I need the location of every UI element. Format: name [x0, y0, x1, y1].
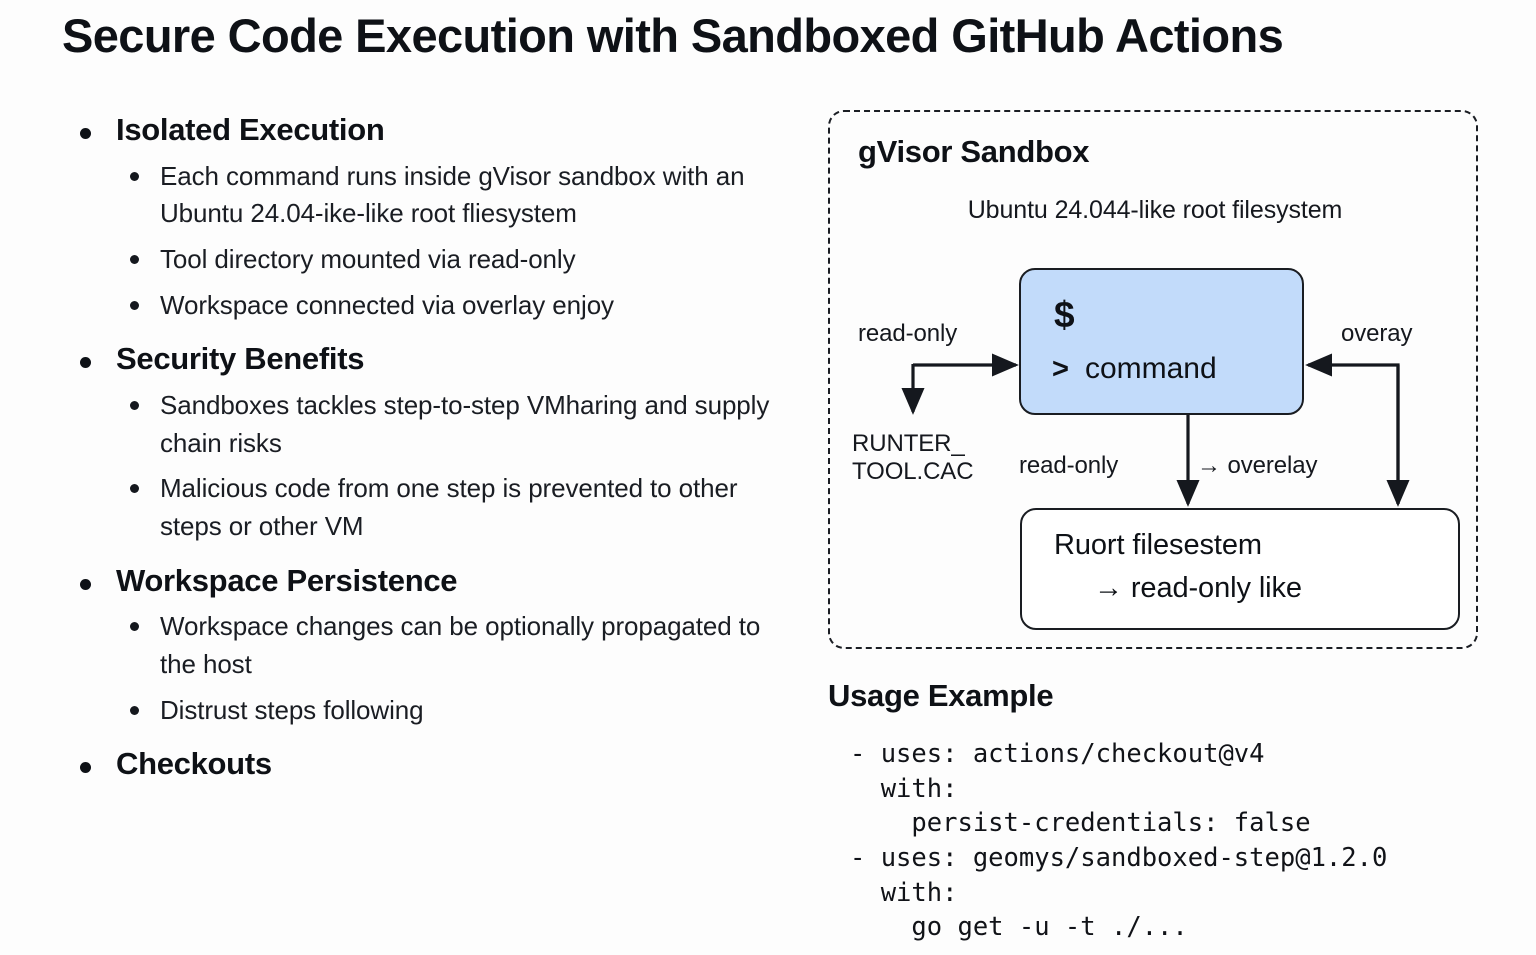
- edge-label-overlay-right: overay: [1341, 320, 1413, 347]
- sub-bullet-dot-icon: [130, 484, 139, 494]
- sandbox-title: gVisor Sandbox: [858, 134, 1090, 169]
- list-item-label: Tool directory mounted via read-only: [160, 243, 576, 274]
- filesystem-label-line2: → read-only like: [1094, 572, 1302, 604]
- page-title: Secure Code Execution with Sandboxed Git…: [62, 9, 1284, 62]
- sub-bullet-dot-icon: [130, 254, 139, 264]
- command-label: command: [1084, 352, 1217, 385]
- list-item-label: Workspace changes can be optionally prop…: [160, 611, 761, 679]
- sub-bullet-dot-icon: [130, 705, 139, 715]
- edge-label-readonly-mid: read-only: [1019, 452, 1119, 479]
- list-item: Tool directory mounted via read-only: [116, 241, 802, 279]
- command-node: $ > command: [1019, 268, 1304, 415]
- section-heading: Workspace Persistence: [116, 562, 458, 598]
- list-item: Malicious code from one step is prevente…: [116, 470, 802, 545]
- command-line: > command: [1052, 354, 1217, 384]
- prompt-dollar-icon: $: [1054, 294, 1075, 335]
- section-heading: Security Benefits: [116, 341, 365, 377]
- section-workspace-persistence: Workspace Persistence Workspace changes …: [62, 563, 802, 730]
- bullet-dot-icon: [80, 578, 91, 590]
- edge-overlay-to-command: [1305, 353, 1400, 504]
- section-heading: Checkouts: [116, 746, 272, 782]
- bullet-dot-icon: [80, 357, 91, 369]
- right-content-column: gVisor Sandbox Ubuntu 24.044-like root f…: [820, 0, 1520, 955]
- list-item-label: Distrust steps following: [160, 694, 424, 725]
- filesystem-node: Ruort filesestem → read-only like: [1020, 508, 1460, 630]
- sub-bullet-dot-icon: [130, 400, 139, 410]
- edge-label-overlay-mid: → overelay: [1197, 452, 1318, 479]
- list-item-label: Each command runs inside gVisor sandbox …: [160, 160, 745, 229]
- sandbox-subtitle: Ubuntu 24.044-like root filesystem: [967, 196, 1343, 224]
- bullet-dot-icon: [80, 762, 91, 774]
- section-heading: Isolated Execution: [116, 112, 385, 147]
- usage-example-code: - uses: actions/checkout@v4 with: persis…: [850, 739, 1388, 943]
- section-security-benefits: Security Benefits Sandboxes tackles step…: [62, 341, 802, 545]
- section-items: Each command runs inside gVisor sandbox …: [116, 158, 802, 325]
- list-item: Sandboxes tackles step-to-step VMharing …: [116, 387, 802, 462]
- left-content-column: Isolated Execution Each command runs ins…: [62, 112, 802, 783]
- gvisor-sandbox-container: gVisor Sandbox Ubuntu 24.044-like root f…: [828, 110, 1478, 649]
- filesystem-label-line1: Ruort filesestem: [1054, 529, 1262, 561]
- usage-example-heading: Usage Example: [828, 678, 1054, 713]
- sub-bullet-dot-icon: [130, 300, 139, 310]
- caret-icon: >: [1052, 353, 1069, 385]
- sub-bullet-dot-icon: [130, 622, 139, 632]
- list-item-label: Sandboxes tackles step-to-step VMharing …: [160, 389, 770, 458]
- section-items: Sandboxes tackles step-to-step VMharing …: [116, 387, 802, 546]
- section-items: Workspace changes can be optionally prop…: [116, 608, 802, 729]
- list-item: Distrust steps following: [116, 692, 802, 730]
- bullet-dot-icon: [80, 128, 91, 139]
- section-isolated-execution: Isolated Execution Each command runs ins…: [62, 112, 802, 324]
- list-item: Each command runs inside gVisor sandbox …: [116, 158, 802, 233]
- sub-bullet-dot-icon: [130, 171, 139, 181]
- list-item-label: Malicious code from one step is prevente…: [160, 473, 738, 541]
- list-item: Workspace connected via overlay enjoy: [116, 287, 802, 325]
- section-checkouts: Checkouts: [62, 746, 802, 783]
- edge-label-runner-tool: RUNTER_ TOOL.CAC: [852, 430, 974, 485]
- edge-label-readonly-left: read-only: [858, 320, 958, 347]
- list-item: Workspace changes can be optionally prop…: [116, 608, 802, 683]
- list-item-label: Workspace connected via overlay enjoy: [160, 289, 614, 320]
